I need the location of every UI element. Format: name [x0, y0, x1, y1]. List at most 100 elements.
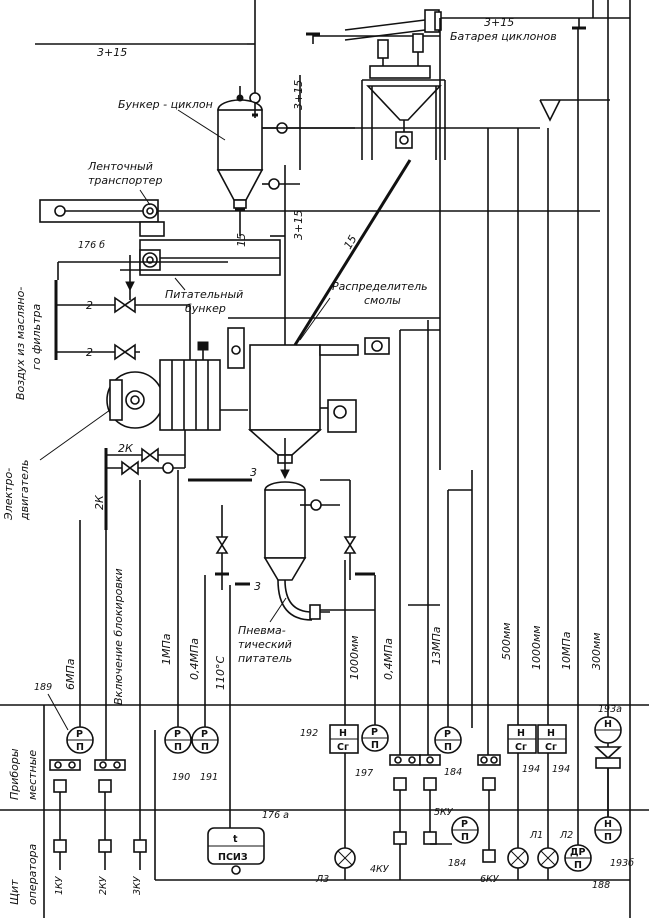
line-label-315-mid: 3+15 [292, 80, 305, 110]
belt-conveyor: Ленточный транспортер [39, 160, 600, 237]
svg-text:П: П [371, 740, 379, 751]
cyclone-battery: Батарея циклонов [344, 9, 557, 160]
label-2k-b: 2К [93, 494, 106, 510]
row-label-local-1: Приборы [8, 748, 21, 800]
label-2k-a: 2К [118, 442, 134, 455]
resin-distributor-label-1: Распределитель [332, 280, 428, 293]
electric-motor: Электро- двигатель [2, 341, 248, 521]
bunker-cyclone-label: Бункер - циклон [118, 98, 213, 111]
instrument-188: ДР П 188 [564, 844, 610, 891]
bunker-cyclone: Бункер - циклон [118, 86, 540, 224]
air-label-2a: 2 [86, 299, 93, 312]
value-500mm: 500мм [500, 622, 513, 660]
instrument-192: Н Сг 192 [300, 724, 359, 754]
value-110c: 110°С [214, 656, 227, 690]
svg-text:194: 194 [522, 764, 540, 775]
svg-text:Р: Р [461, 819, 468, 830]
instrument-197: Р П 197 [355, 724, 389, 779]
value-04mpa-b: 0,4МПа [382, 638, 395, 680]
instrument-184b: Р П 184 5КУ [434, 807, 479, 869]
value-04mpa-a: 0,4МПа [188, 638, 201, 680]
instrument-189: Р П 189 [34, 682, 94, 754]
svg-text:Р: Р [201, 729, 208, 740]
resin-distributor-label-2: смолы [364, 294, 401, 307]
svg-text:Л3: Л3 [315, 874, 329, 885]
value-interlock: Включение блокировки [112, 568, 125, 705]
instrument-194b: Н Сг 194 [537, 724, 570, 775]
instrument-table: Приборы местные Щит оператора [0, 704, 649, 918]
svg-text:Сг: Сг [515, 742, 527, 753]
instrument-184a: Р П 184 [434, 726, 462, 778]
svg-text:П: П [574, 860, 582, 871]
svg-text:Л2: Л2 [559, 830, 573, 841]
air-from-filter-label: Воздух из масляно- [14, 287, 27, 400]
line-label-3b: 3 [254, 580, 261, 593]
svg-text:6КУ: 6КУ [480, 874, 500, 885]
svg-text:188: 188 [592, 880, 610, 891]
svg-text:2КУ: 2КУ [98, 875, 109, 895]
instrument-176a-psiz: t ПСИЗ 176 а [207, 810, 289, 875]
svg-text:ДР: ДР [570, 847, 585, 858]
svg-text:Н: Н [517, 728, 525, 739]
svg-text:Н: Н [604, 719, 612, 730]
pneumatic-feeder-label-1: Пневма- [238, 624, 286, 637]
row-label-panel-1: Щит [8, 879, 21, 905]
belt-conveyor-label-2: транспортер [88, 174, 162, 187]
lamp-l1: Л1 [507, 830, 543, 869]
instrument-193a: Н 193а [593, 704, 622, 760]
svg-text:4КУ: 4КУ [370, 864, 390, 875]
svg-text:Р: Р [174, 729, 181, 740]
svg-text:184: 184 [444, 767, 462, 778]
resin-distributor: Распределитель смолы 15 3+15 3+15 [227, 75, 428, 480]
pneumatic-feeder-label-2: тический [238, 638, 292, 651]
svg-text:Н: Н [339, 728, 347, 739]
svg-text:197: 197 [355, 768, 373, 779]
svg-text:190: 190 [172, 772, 190, 783]
value-13mpa: 13МПа [430, 626, 443, 665]
instrument-190: Р П 190 [164, 726, 192, 783]
signal-lines [57, 0, 631, 918]
svg-text:ПСИЗ: ПСИЗ [218, 852, 248, 863]
air-label-2b: 2 [86, 346, 93, 359]
svg-text:Л1: Л1 [529, 830, 543, 841]
svg-text:П: П [174, 742, 182, 753]
tag-176b: 176 б [78, 240, 105, 251]
operator-panel: t ПСИЗ 176 а Р П 184 5КУ ДР П 188 Н П [53, 728, 634, 895]
svg-text:176 а: 176 а [262, 810, 289, 821]
local-instruments: Р П 189 Р П 190 Р П 191 Н Сг 192 [34, 682, 622, 793]
svg-text:Сг: Сг [337, 742, 349, 753]
svg-text:3КУ: 3КУ [132, 875, 143, 895]
cyclone-battery-label: Батарея циклонов [450, 30, 557, 43]
svg-text:191: 191 [200, 772, 218, 783]
svg-text:1КУ: 1КУ [54, 875, 65, 895]
value-1mpa: 1МПа [160, 633, 173, 665]
electric-motor-label: Электро- [2, 468, 15, 521]
svg-text:Сг: Сг [545, 742, 557, 753]
line-label-15a: 15 [235, 233, 248, 247]
line-label-315-vert: 3+15 [292, 210, 305, 240]
feed-bunker: 15 176 б Питательный бункер [78, 233, 281, 315]
pneumatic-feeder-label-3: питатель [238, 652, 292, 665]
svg-text:5КУ: 5КУ [434, 807, 454, 818]
svg-text:Н: Н [547, 728, 555, 739]
key-switches: 1КУ 2КУ 3КУ 4КУ 6КУ [53, 831, 500, 895]
air-from-filter-label-2: го фильтра [30, 304, 43, 370]
instrument-191: Р П 191 [191, 726, 219, 783]
svg-text:П: П [201, 742, 209, 753]
svg-text:Н: Н [604, 819, 612, 830]
supply-label-right: 3+15 [484, 16, 514, 29]
svg-text:П: П [444, 742, 452, 753]
svg-text:Р: Р [76, 729, 83, 740]
svg-text:Р: Р [371, 727, 378, 738]
instrument-194a: Н Сг 194 [507, 724, 540, 775]
svg-text:194: 194 [552, 764, 570, 775]
row-label-local-2: местные [26, 750, 39, 800]
air-lines: 2 2 Воздух из масляно- го фильтра [14, 255, 191, 400]
belt-conveyor-label-1: Ленточный [87, 160, 153, 173]
instrument-193b: Н П 193б [594, 816, 634, 869]
signal-values: 6МПа Включение блокировки 1МПа 0,4МПа 11… [64, 568, 603, 705]
line-label-15b: 15 [341, 233, 359, 252]
svg-text:П: П [461, 832, 469, 843]
svg-text:t: t [233, 834, 238, 845]
